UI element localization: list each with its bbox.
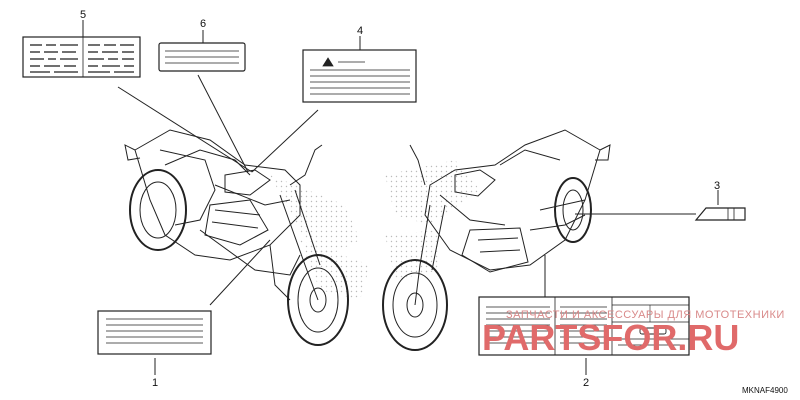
leader-lines	[82, 20, 719, 375]
gauge-icon	[639, 327, 667, 335]
callout-2: 2	[583, 377, 589, 389]
callout-6: 6	[200, 18, 206, 30]
label-2	[478, 296, 690, 356]
label-1	[97, 310, 212, 355]
label-5-text-lines	[30, 44, 134, 73]
callout-4: 4	[357, 25, 363, 37]
label-6	[158, 42, 246, 72]
label-5	[22, 36, 141, 78]
watermark-tagline: ЗАПЧАСТИ И АКСЕССУАРЫ ДЛЯ МОТОТЕХНИКИ	[506, 309, 785, 321]
wing-pattern-right	[385, 160, 480, 280]
motorcycle-left	[124, 129, 349, 346]
callout-5: 5	[80, 9, 86, 21]
warning-triangle-icon	[322, 57, 334, 67]
motorcycle-right	[382, 129, 611, 351]
label-4	[302, 49, 417, 103]
wing-pattern-left	[270, 175, 370, 300]
label-3	[694, 207, 746, 221]
callout-1: 1	[152, 377, 158, 389]
watermark-logo: PARTSFOR.RU	[482, 317, 739, 358]
label-5-outline	[22, 36, 141, 78]
diagram-code: MKNAF4900	[742, 386, 788, 395]
callout-3: 3	[714, 180, 720, 192]
